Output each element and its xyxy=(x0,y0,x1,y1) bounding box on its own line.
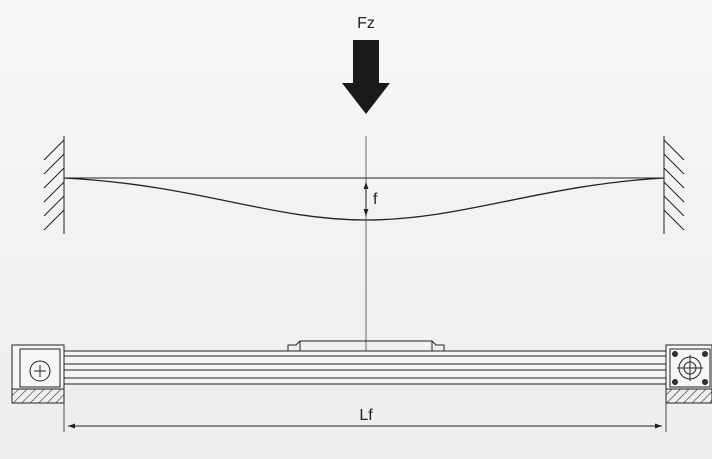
linear-axis xyxy=(11,340,712,390)
force-label: Fz xyxy=(357,15,375,32)
length-label: Lf xyxy=(359,407,373,424)
left-mount-plus-icon xyxy=(29,360,51,382)
deflection-label: f xyxy=(373,191,378,208)
right-fixed-support xyxy=(663,136,685,234)
deflection-curve xyxy=(63,177,665,221)
force-arrow-icon xyxy=(342,40,390,114)
left-ground-hatch xyxy=(11,388,65,404)
left-fixed-support xyxy=(43,136,65,234)
right-ground-hatch xyxy=(665,388,712,404)
right-motor-crosshair-icon xyxy=(672,351,708,385)
